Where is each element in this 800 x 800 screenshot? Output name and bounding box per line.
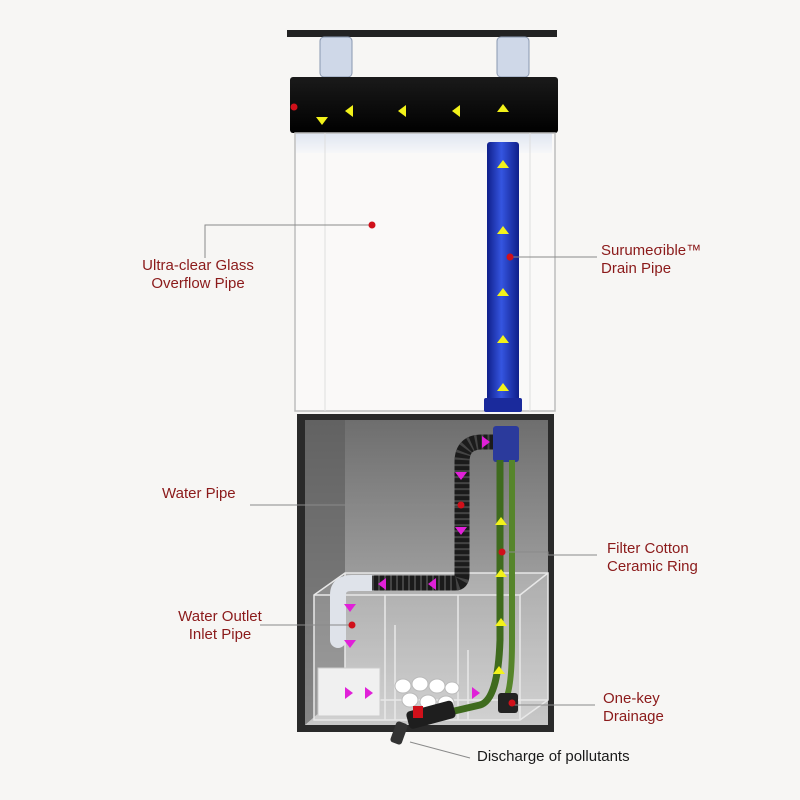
arrow-down-icon bbox=[316, 117, 328, 125]
arrow-up-icon bbox=[497, 288, 509, 296]
arrow-up-icon bbox=[497, 226, 509, 234]
arrow-left-icon bbox=[428, 578, 436, 590]
label-discharge-pollutants: Discharge of pollutants bbox=[477, 748, 630, 766]
outlet-inlet-pipe bbox=[330, 575, 380, 648]
label-line-2: Ceramic Ring bbox=[607, 558, 698, 575]
arrow-down-icon bbox=[344, 604, 356, 612]
arrow-right-icon bbox=[472, 687, 480, 699]
label-water-pipe: Water Pipe bbox=[162, 485, 236, 503]
label-line-1: Water Outlet bbox=[178, 608, 262, 625]
arrow-right-icon bbox=[365, 687, 373, 699]
arrow-up-icon bbox=[495, 517, 507, 525]
arrow-left-icon bbox=[378, 578, 386, 590]
label-drain-pipe: Surumeσible™ Drain Pipe bbox=[601, 242, 701, 278]
arrow-left-icon bbox=[398, 105, 406, 117]
arrow-up-icon bbox=[497, 160, 509, 168]
arrow-right-icon bbox=[482, 436, 490, 448]
arrow-down-icon bbox=[455, 472, 467, 480]
label-line-2: Inlet Pipe bbox=[188, 626, 252, 643]
label-line-1: Discharge of pollutants bbox=[477, 748, 630, 765]
arrow-right-icon bbox=[345, 687, 353, 699]
arrow-down-icon bbox=[455, 527, 467, 535]
arrow-up-icon bbox=[497, 104, 509, 112]
label-glass-overflow-pipe: Ultra-clear Glass Overflow Pipe bbox=[128, 257, 268, 293]
label-line-2: Drainage bbox=[603, 708, 664, 725]
label-line-1: Surumeσible™ bbox=[601, 242, 702, 259]
top-connectors bbox=[319, 36, 530, 78]
arrow-down-icon bbox=[344, 640, 356, 648]
arrow-up-icon bbox=[493, 666, 505, 674]
submersible-drain-pipe bbox=[487, 142, 519, 404]
ceramic-rings bbox=[394, 676, 460, 711]
arrow-left-icon bbox=[452, 105, 460, 117]
arrow-up-icon bbox=[497, 383, 509, 391]
arrow-left-icon bbox=[345, 105, 353, 117]
green-hose bbox=[449, 460, 504, 716]
arrow-up-icon bbox=[495, 569, 507, 577]
label-line-1: Water Pipe bbox=[162, 485, 236, 502]
label-line-1: Ultra-clear Glass bbox=[142, 257, 254, 274]
label-outlet-inlet-pipe: Water Outlet Inlet Pipe bbox=[160, 608, 280, 644]
label-line-1: One-key bbox=[603, 690, 660, 707]
drain-valve bbox=[498, 693, 518, 713]
label-filter-ceramic: Filter Cotton Ceramic Ring bbox=[607, 540, 698, 576]
callout-dots bbox=[290, 103, 516, 707]
top-plate bbox=[287, 30, 557, 37]
discharge-valve bbox=[390, 700, 456, 745]
label-line-2: Overflow Pipe bbox=[151, 275, 245, 292]
label-line-2: Drain Pipe bbox=[601, 260, 672, 277]
label-line-1: Filter Cotton bbox=[607, 540, 689, 557]
arrow-up-icon bbox=[495, 618, 507, 626]
label-one-key-drainage: One-key Drainage bbox=[603, 690, 664, 726]
arrow-up-icon bbox=[497, 335, 509, 343]
overflow-box bbox=[290, 77, 558, 133]
callout-lines bbox=[204, 224, 597, 759]
